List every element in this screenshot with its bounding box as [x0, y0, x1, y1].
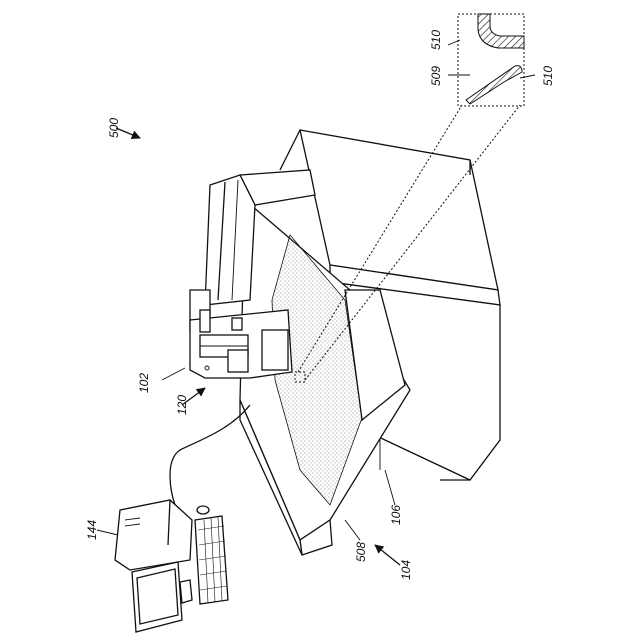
label-510-right: 510 — [541, 66, 555, 86]
mouse — [197, 506, 209, 514]
monitor — [132, 562, 192, 632]
label-508: 508 — [354, 542, 368, 562]
keyboard — [195, 516, 228, 604]
label-106: 106 — [389, 505, 403, 525]
label-509: 509 — [429, 66, 443, 86]
computer-tower — [115, 500, 192, 570]
inset-detail — [458, 14, 524, 106]
label-510-top: 510 — [429, 30, 443, 50]
data-cable — [170, 405, 250, 505]
label-104: 104 — [399, 560, 413, 580]
printhead-carriage — [190, 310, 292, 378]
label-144: 144 — [85, 520, 99, 540]
label-120: 120 — [175, 395, 189, 415]
label-500: 500 — [107, 118, 121, 138]
label-102: 102 — [137, 373, 151, 393]
